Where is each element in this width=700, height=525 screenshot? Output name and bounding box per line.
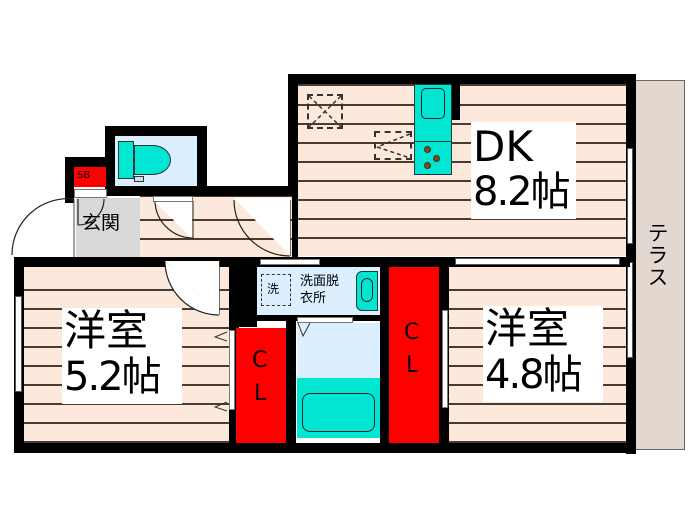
washroom-label-line2: 衣所 bbox=[300, 291, 327, 306]
western-left-room-name: 洋室 bbox=[64, 306, 149, 355]
door-frame bbox=[153, 196, 193, 202]
toilet-door-icon bbox=[154, 200, 194, 239]
burner-icon bbox=[424, 146, 431, 153]
washbasin-bowl-icon bbox=[361, 278, 373, 302]
wall bbox=[288, 74, 636, 84]
bathroom bbox=[297, 323, 380, 379]
fridge-cross-icon bbox=[308, 95, 342, 128]
burner-icon bbox=[433, 155, 440, 162]
closet-left-label-c: C bbox=[252, 348, 268, 373]
wall bbox=[14, 257, 630, 267]
shoebox-label: SB bbox=[77, 170, 91, 181]
western-left-label-bg bbox=[62, 308, 182, 404]
western-left-room-size: 5.2帖 bbox=[64, 354, 162, 400]
bath-door-arrow-icon bbox=[297, 322, 311, 338]
western-right-room-name: 洋室 bbox=[485, 304, 570, 353]
appliance-cross-icon bbox=[376, 133, 411, 159]
toilet-pipe-icon bbox=[134, 176, 144, 182]
wall bbox=[286, 318, 296, 448]
fridge-space bbox=[307, 94, 343, 129]
dk-label-bg bbox=[471, 122, 576, 219]
toilet-tank-icon bbox=[118, 141, 134, 179]
stove-counter bbox=[414, 141, 452, 175]
bathtub bbox=[297, 378, 380, 438]
closet-door-arrow-icon bbox=[213, 331, 228, 412]
closet-door bbox=[442, 310, 448, 408]
closet-right bbox=[389, 267, 439, 443]
window bbox=[627, 262, 633, 358]
entry-door-icon bbox=[11, 198, 75, 261]
wall bbox=[14, 443, 636, 453]
sliding-door bbox=[455, 258, 620, 265]
closet-left bbox=[236, 328, 288, 443]
wall bbox=[288, 74, 298, 264]
washroom-label-line1: 洗面脱 bbox=[300, 274, 340, 289]
window bbox=[15, 296, 22, 392]
wall bbox=[197, 126, 207, 196]
toilet-bowl-icon bbox=[134, 145, 171, 175]
washroom-door-frame bbox=[260, 259, 320, 265]
western-right-room-size: 4.8帖 bbox=[485, 352, 583, 398]
wall bbox=[239, 257, 257, 327]
dk-door-icon bbox=[233, 199, 291, 257]
window bbox=[627, 148, 633, 244]
closet-right-label-c: C bbox=[404, 320, 420, 345]
terrace-label: テラス bbox=[645, 222, 669, 288]
closet-door bbox=[229, 330, 235, 410]
dk-floor bbox=[298, 84, 626, 256]
sb-door-icon bbox=[77, 198, 105, 226]
closet-left-label-l: L bbox=[254, 381, 267, 406]
dk-room-name: DK bbox=[473, 122, 533, 171]
entrance-shelf bbox=[74, 189, 107, 198]
wall bbox=[452, 84, 460, 120]
bathtub-basin-icon bbox=[302, 393, 375, 432]
dk-room-size: 8.2帖 bbox=[473, 169, 571, 215]
bath-door-frame bbox=[297, 317, 353, 323]
wall bbox=[65, 157, 74, 203]
entrance bbox=[76, 198, 140, 258]
shoebox bbox=[74, 167, 106, 187]
wall bbox=[380, 257, 390, 447]
appliance-space bbox=[374, 131, 412, 160]
entrance-label: 玄関 bbox=[82, 212, 121, 234]
western-right-label-bg bbox=[483, 306, 603, 402]
wall bbox=[105, 126, 207, 136]
sink-icon bbox=[421, 88, 445, 119]
wall bbox=[105, 186, 298, 196]
washer-space bbox=[261, 274, 291, 306]
closet-right-label-l: L bbox=[406, 353, 419, 378]
burner-icon bbox=[424, 162, 431, 169]
wall bbox=[65, 157, 115, 167]
washer-label: 洗 bbox=[267, 282, 280, 296]
kitchen-sink-counter bbox=[414, 84, 452, 142]
